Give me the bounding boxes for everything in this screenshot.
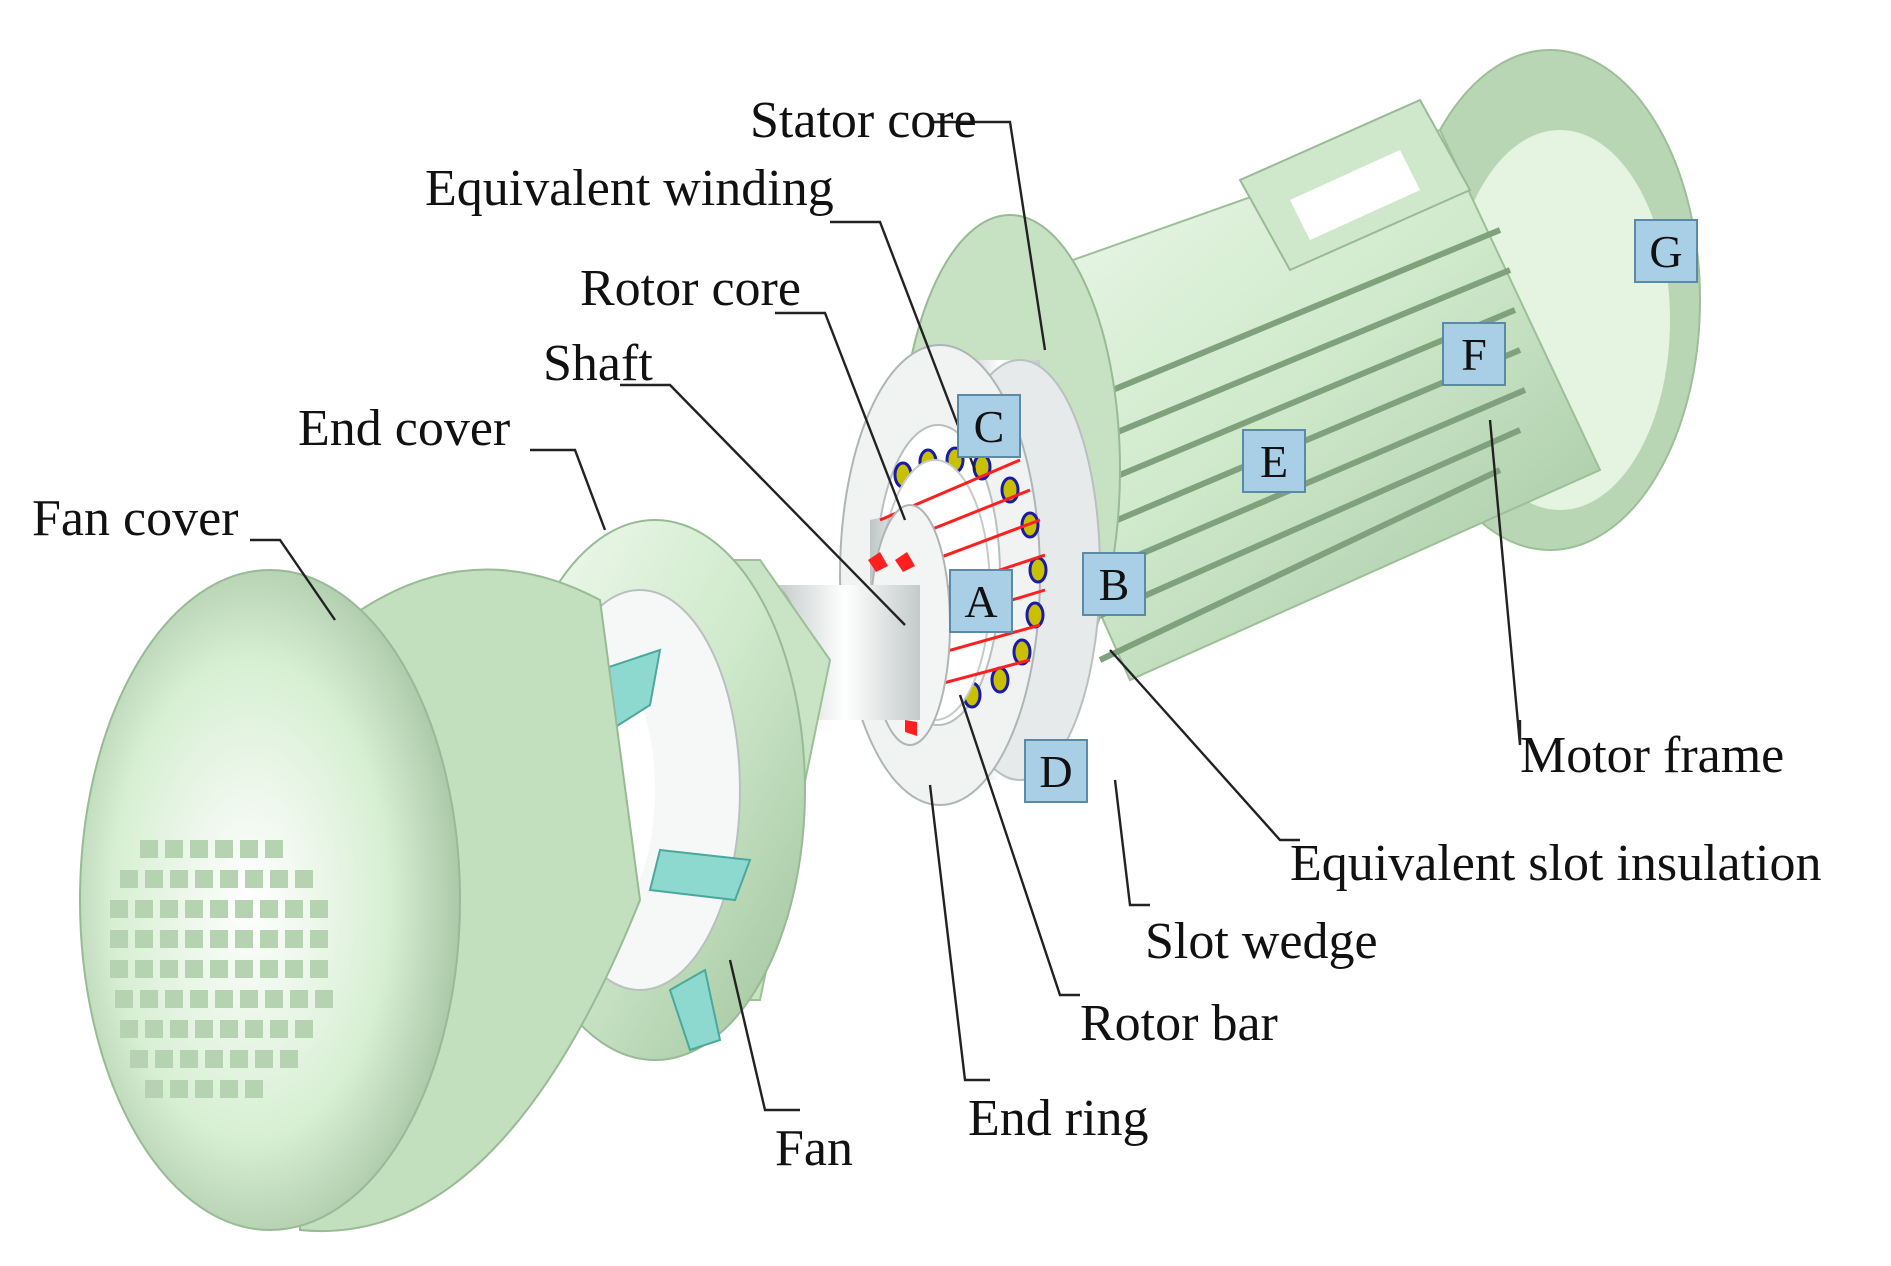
point-marker-f: F xyxy=(1442,322,1506,386)
label-equivalent-winding: Equivalent winding xyxy=(425,160,834,217)
point-marker-d: D xyxy=(1024,739,1088,803)
labels: Stator core Equivalent winding Rotor cor… xyxy=(32,92,1822,1177)
label-rotor-core: Rotor core xyxy=(580,260,801,317)
svg-text:C: C xyxy=(974,401,1005,452)
point-marker-e: E xyxy=(1242,429,1306,493)
point-marker-c: C xyxy=(957,394,1021,458)
svg-text:E: E xyxy=(1260,436,1288,487)
leader-slot-wedge xyxy=(1113,779,1150,907)
leader-shaft xyxy=(620,383,906,626)
label-shaft: Shaft xyxy=(543,335,653,392)
leader-lines xyxy=(250,120,1522,1112)
leader-fan-cover xyxy=(250,538,336,621)
label-motor-frame: Motor frame xyxy=(1520,727,1784,784)
svg-text:B: B xyxy=(1099,559,1130,610)
label-fan: Fan xyxy=(775,1120,853,1177)
fan-cover-grille-slots xyxy=(110,840,333,1098)
fan-cover xyxy=(79,568,642,1233)
svg-text:F: F xyxy=(1461,329,1487,380)
point-marker-g: G xyxy=(1634,219,1698,283)
leader-fan xyxy=(728,959,800,1112)
leader-rotor-bar xyxy=(958,694,1080,997)
label-equivalent-slot-insulation: Equivalent slot insulation xyxy=(1290,835,1822,892)
point-markers: A B C D E F G xyxy=(949,219,1698,803)
cooling-fins xyxy=(1038,227,1527,663)
leader-slot-insulation xyxy=(1109,649,1300,842)
label-fan-cover: Fan cover xyxy=(32,490,238,547)
label-rotor-bar: Rotor bar xyxy=(1080,995,1278,1052)
point-marker-a: A xyxy=(949,569,1013,633)
point-marker-b: B xyxy=(1082,552,1146,616)
label-end-ring: End ring xyxy=(968,1090,1149,1147)
leader-end-ring xyxy=(928,784,990,1082)
label-stator-core: Stator core xyxy=(750,92,977,149)
svg-text:A: A xyxy=(964,576,997,627)
leader-end-cover xyxy=(530,448,607,531)
leader-stator-core xyxy=(930,120,1047,351)
label-slot-wedge: Slot wedge xyxy=(1145,913,1378,970)
leader-motor-frame xyxy=(1488,419,1522,746)
label-end-cover: End cover xyxy=(298,400,510,457)
leader-equivalent-winding xyxy=(830,220,977,471)
leader-rotor-core xyxy=(775,311,907,521)
svg-text:G: G xyxy=(1649,226,1682,277)
svg-text:D: D xyxy=(1039,746,1072,797)
